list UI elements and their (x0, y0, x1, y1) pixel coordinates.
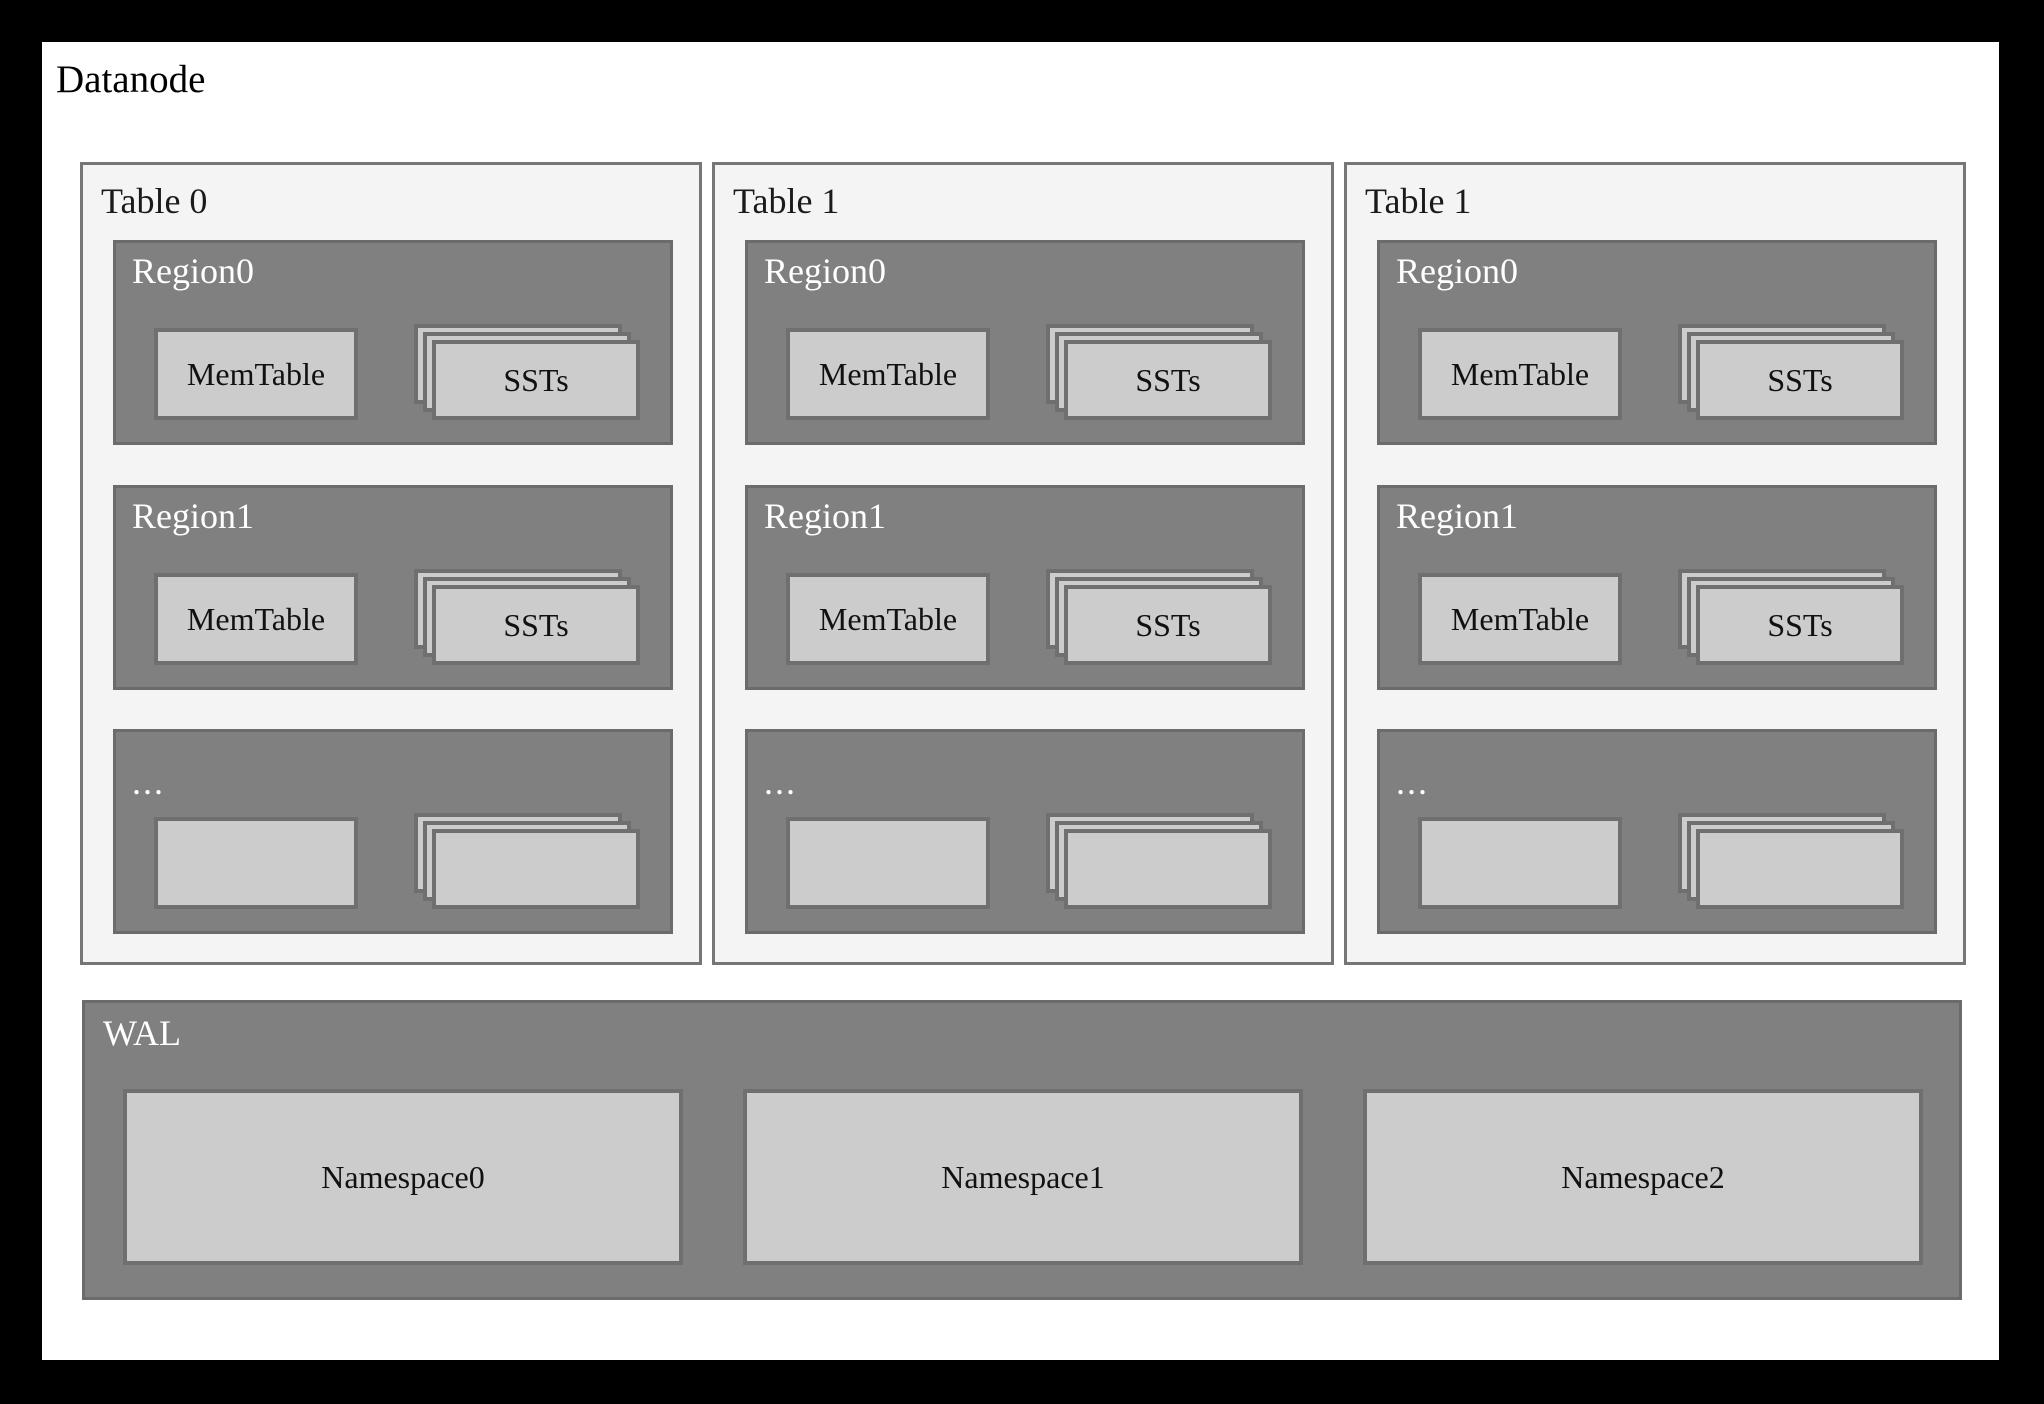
tables-row: Table 0 Region0 MemTable SSTs (80, 162, 1966, 965)
region-body (1418, 813, 1908, 909)
sst-stack[interactable]: SSTs (1046, 568, 1276, 665)
memtable-box[interactable] (1418, 817, 1622, 909)
table-title: Table 1 (733, 181, 840, 221)
region-box[interactable]: Region0 MemTable SSTs (1377, 240, 1937, 445)
region-body (154, 813, 644, 909)
table-title: Table 0 (101, 181, 208, 221)
memtable-box[interactable]: MemTable (154, 328, 358, 420)
region-box[interactable]: Region1 MemTable SSTs (113, 484, 673, 690)
sst-stack[interactable] (1678, 813, 1908, 909)
table-panel-1[interactable]: Table 1 Region0 MemTable SSTs (712, 162, 1334, 965)
region-body: MemTable SSTs (786, 568, 1276, 665)
region-box-more[interactable]: ... (745, 729, 1305, 934)
sst-sheet-front: SSTs (1064, 340, 1272, 420)
memtable-box[interactable] (154, 817, 358, 909)
datanode-panel: Datanode Table 0 Region0 MemTable SSTs (42, 42, 1999, 1360)
sst-stack[interactable] (414, 813, 644, 909)
sst-sheet-front (432, 829, 640, 909)
region-box[interactable]: Region0 MemTable SSTs (745, 240, 1305, 445)
namespace-box[interactable]: Namespace0 (123, 1089, 683, 1265)
memtable-box[interactable]: MemTable (1418, 328, 1622, 420)
sst-sheet-front: SSTs (1064, 584, 1272, 665)
wal-band[interactable]: WAL Namespace0 Namespace1 Namespace2 (82, 1000, 1962, 1300)
namespace-list: Namespace0 Namespace1 Namespace2 (123, 1089, 1923, 1265)
region-list: Region0 MemTable SSTs Region1 (1377, 240, 1937, 934)
namespace-box[interactable]: Namespace2 (1363, 1089, 1923, 1265)
region-list: Region0 MemTable SSTs Region1 (113, 240, 673, 934)
region-title: Region1 (132, 495, 254, 536)
sst-stack[interactable]: SSTs (1678, 324, 1908, 420)
table-panel-2[interactable]: Table 1 Region0 MemTable SSTs (1344, 162, 1966, 965)
page-title: Datanode (56, 58, 206, 101)
table-title: Table 1 (1365, 181, 1472, 221)
sst-stack[interactable]: SSTs (414, 568, 644, 665)
sst-sheet-front (1064, 829, 1272, 909)
region-title: Region0 (132, 251, 254, 291)
region-title: Region0 (764, 251, 886, 291)
memtable-box[interactable]: MemTable (786, 572, 990, 665)
region-body: MemTable SSTs (1418, 324, 1908, 420)
region-body: MemTable SSTs (154, 324, 644, 420)
region-title: Region0 (1396, 251, 1518, 291)
sst-stack[interactable]: SSTs (1046, 324, 1276, 420)
sst-stack[interactable] (1046, 813, 1276, 909)
region-body: MemTable SSTs (154, 568, 644, 665)
region-ellipsis-label: ... (132, 762, 165, 802)
memtable-box[interactable]: MemTable (154, 572, 358, 665)
region-body: MemTable SSTs (1418, 568, 1908, 665)
sst-sheet-front: SSTs (1696, 340, 1904, 420)
region-box[interactable]: Region1 MemTable SSTs (1377, 484, 1937, 690)
sst-sheet-front: SSTs (432, 584, 640, 665)
region-body (786, 813, 1276, 909)
table-panel-0[interactable]: Table 0 Region0 MemTable SSTs (80, 162, 702, 965)
region-box-more[interactable]: ... (1377, 729, 1937, 934)
memtable-box[interactable]: MemTable (1418, 572, 1622, 665)
region-title: Region1 (764, 495, 886, 536)
region-box[interactable]: Region1 MemTable SSTs (745, 484, 1305, 690)
sst-stack[interactable]: SSTs (1678, 568, 1908, 665)
sst-sheet-front: SSTs (1696, 584, 1904, 665)
sst-stack[interactable]: SSTs (414, 324, 644, 420)
sst-sheet-front: SSTs (432, 340, 640, 420)
region-box[interactable]: Region0 MemTable SSTs (113, 240, 673, 445)
region-list: Region0 MemTable SSTs Region1 (745, 240, 1305, 934)
memtable-box[interactable]: MemTable (786, 328, 990, 420)
region-title: Region1 (1396, 495, 1518, 536)
memtable-box[interactable] (786, 817, 990, 909)
region-ellipsis-label: ... (764, 762, 797, 802)
region-box-more[interactable]: ... (113, 729, 673, 934)
sst-sheet-front (1696, 829, 1904, 909)
region-ellipsis-label: ... (1396, 762, 1429, 802)
wal-title: WAL (103, 1013, 181, 1053)
namespace-box[interactable]: Namespace1 (743, 1089, 1303, 1265)
region-body: MemTable SSTs (786, 324, 1276, 420)
